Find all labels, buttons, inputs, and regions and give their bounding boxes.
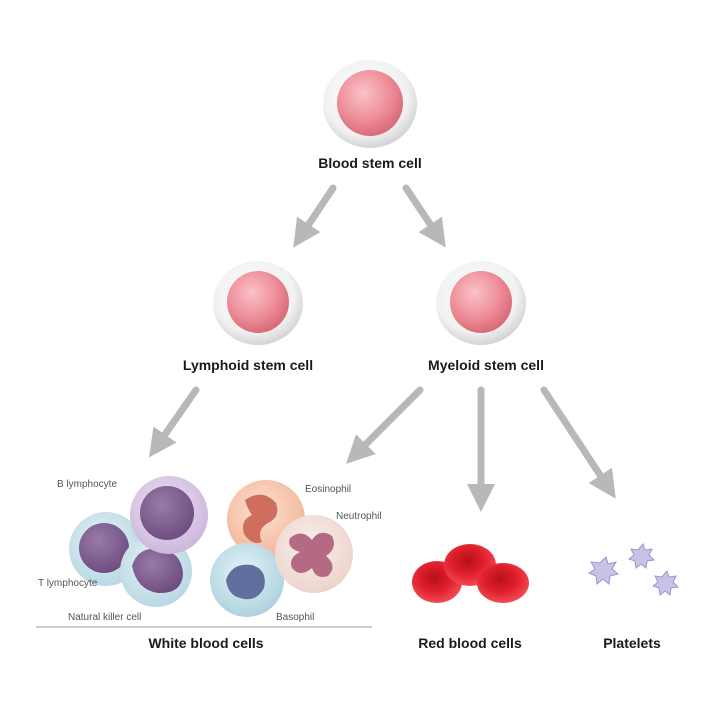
label-b-lymphocyte: B lymphocyte	[57, 479, 117, 490]
label-lymphoid-stem-cell: Lymphoid stem cell	[183, 357, 313, 373]
arrow-to-lymphoid	[293, 184, 337, 248]
label-red-blood-cells: Red blood cells	[418, 635, 522, 651]
label-blood-stem-cell: Blood stem cell	[318, 155, 421, 171]
granulocyte-cluster	[210, 480, 353, 617]
myeloid-stem-cell-graphic	[436, 261, 526, 345]
lymphocyte-cluster	[69, 476, 208, 607]
arrow-to-platelets	[540, 386, 616, 499]
label-white-blood-cells: White blood cells	[148, 635, 263, 651]
platelets-graphic	[587, 542, 680, 596]
label-neutrophil: Neutrophil	[336, 511, 382, 522]
label-platelets: Platelets	[603, 635, 661, 651]
red-blood-cells-graphic	[412, 544, 529, 603]
label-myeloid-stem-cell: Myeloid stem cell	[428, 357, 544, 373]
arrow-to-white-cells-lymphoid	[148, 386, 200, 458]
lymphoid-stem-cell-graphic	[213, 261, 303, 345]
arrow-to-white-cells-myeloid	[346, 386, 424, 464]
lineage-arrows	[148, 184, 616, 512]
label-eosinophil: Eosinophil	[305, 484, 351, 495]
label-basophil: Basophil	[276, 612, 314, 623]
label-t-lymphocyte: T lymphocyte	[38, 578, 98, 589]
arrow-to-myeloid	[402, 184, 446, 248]
blood-stem-cell-graphic	[323, 60, 417, 148]
label-natural-killer-cell: Natural killer cell	[68, 612, 141, 623]
